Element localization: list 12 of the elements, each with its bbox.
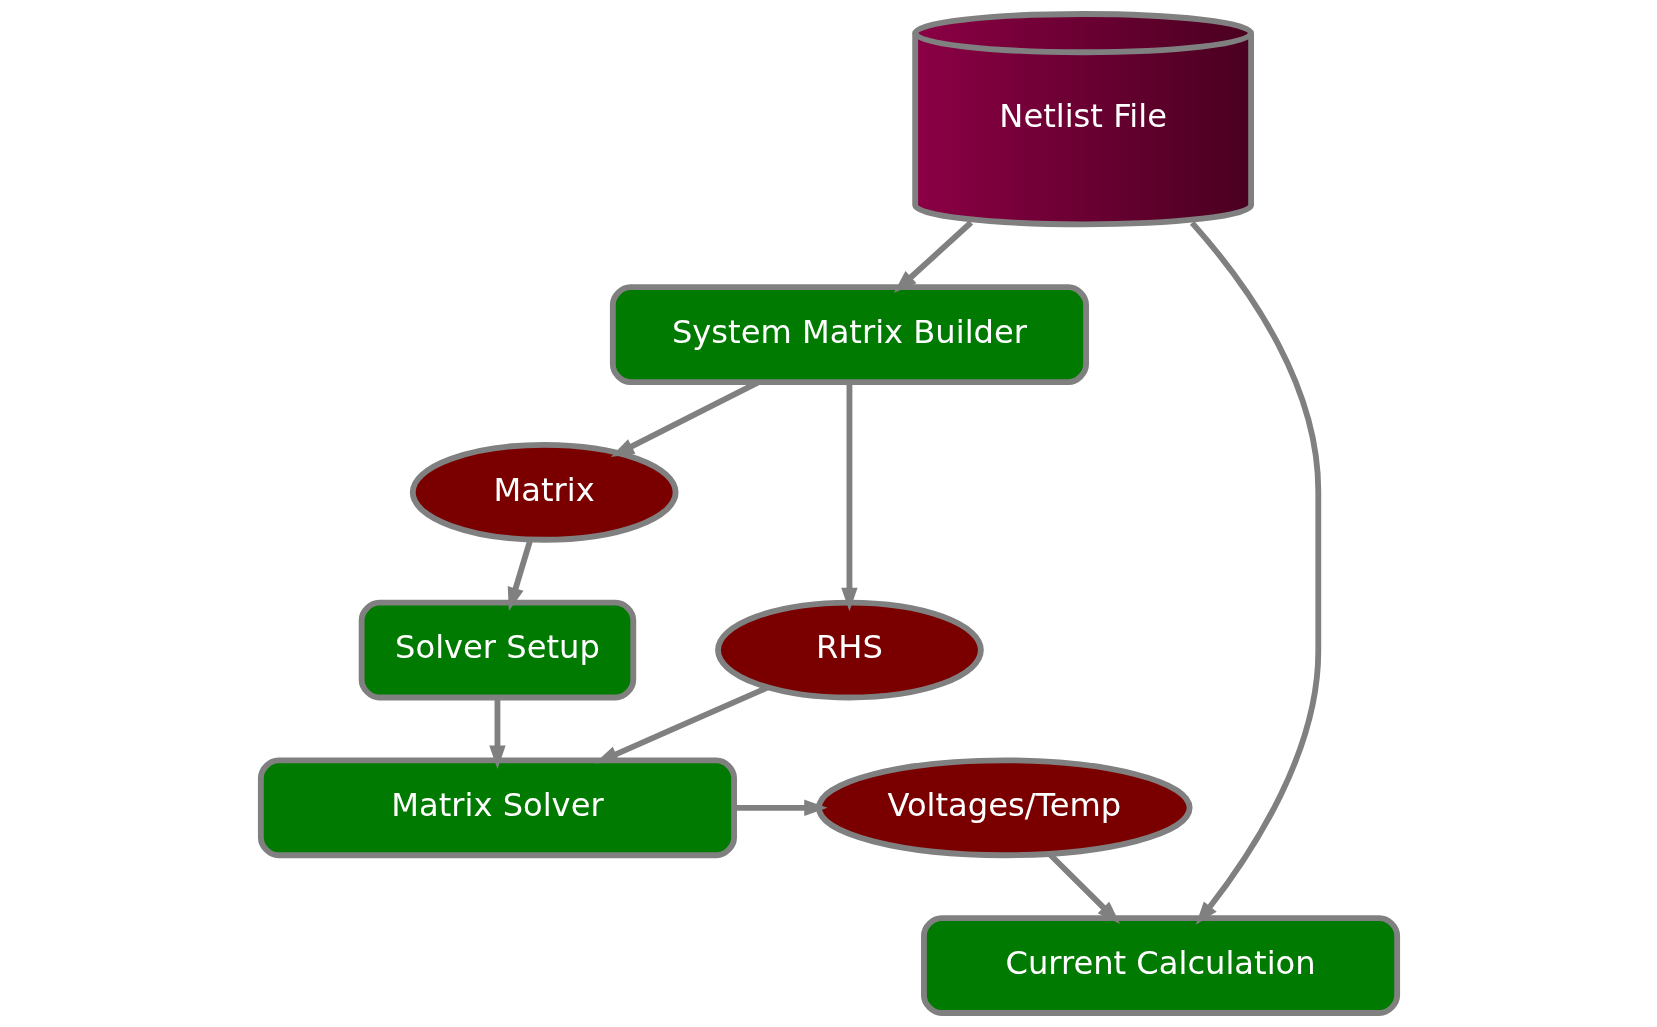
node-box: Current Calculation	[920, 915, 1400, 1016]
arrow	[840, 382, 858, 612]
node-ellipse: Voltages/Temp	[815, 757, 1193, 859]
node-box: Matrix Solver	[257, 757, 737, 859]
arrow	[893, 220, 973, 293]
node-box: Solver Setup	[358, 599, 636, 701]
arrow	[488, 697, 506, 770]
node-ellipse: RHS	[714, 599, 984, 701]
arrow	[610, 379, 760, 458]
arrow	[734, 799, 828, 816]
node-box: System Matrix Builder	[609, 284, 1089, 385]
arrow	[1189, 220, 1321, 925]
